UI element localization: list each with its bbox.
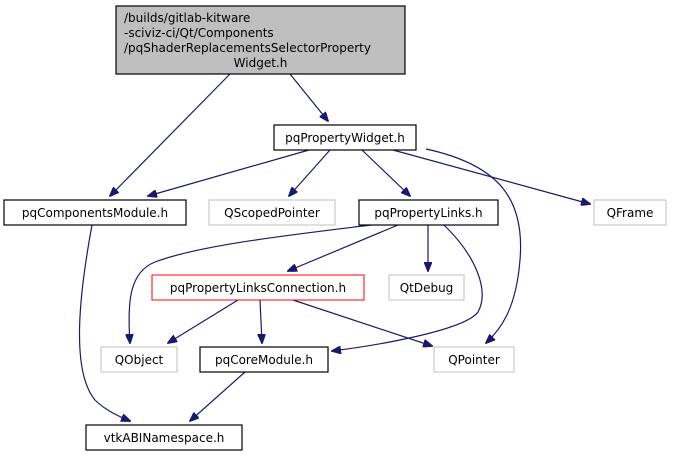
node-label: vtkABINamespace.h	[104, 431, 225, 445]
node-label: /builds/gitlab-kitware	[124, 11, 250, 25]
node-QObject: QObject	[100, 346, 178, 373]
node-label: QScopedPointer	[224, 206, 320, 220]
edge-pqComponentsModule-to-vtkABINamespace	[78, 224, 130, 421]
node-label: pqCoreModule.h	[215, 353, 313, 367]
edge-pqCoreModule-to-vtkABINamespace	[190, 371, 246, 421]
edge-root-to-pqComponentsModule	[110, 73, 231, 196]
node-label: QObject	[115, 353, 164, 367]
node-label: QtDebug	[400, 281, 454, 295]
node-label: -sciviz-ci/Qt/Components	[124, 26, 274, 40]
node-box	[151, 274, 365, 301]
edge-pqPropertyLinksConnection-to-QObject	[168, 299, 239, 343]
node-QPointer: QPointer	[433, 346, 515, 373]
node-label: QPointer	[448, 353, 500, 367]
node-box	[115, 5, 406, 75]
node-pqPropertyLinks[interactable]: pqPropertyLinks.h	[358, 199, 499, 226]
node-box	[273, 124, 417, 151]
node-vtkABINamespace[interactable]: vtkABINamespace.h	[85, 424, 243, 451]
node-pqComponentsModule[interactable]: pqComponentsModule.h	[3, 199, 187, 226]
node-box	[433, 346, 515, 373]
edge-pqPropertyWidget-to-QScopedPointer	[289, 149, 331, 196]
node-label: pqComponentsModule.h	[22, 206, 168, 220]
node-box	[208, 199, 336, 226]
node-label: /pqShaderReplacementsSelectorProperty	[124, 41, 371, 55]
edge-pqPropertyLinksConnection-to-QPointer	[292, 299, 432, 346]
node-label: pqPropertyWidget.h	[285, 131, 405, 145]
node-QScopedPointer: QScopedPointer	[208, 199, 336, 226]
node-pqPropertyWidget[interactable]: pqPropertyWidget.h	[273, 124, 417, 151]
edge-pqPropertyLinksConnection-to-pqCoreModule	[260, 299, 262, 343]
node-root[interactable]: /builds/gitlab-kitware-sciviz-ci/Qt/Comp…	[115, 5, 406, 75]
edge-root-to-pqPropertyWidget	[289, 73, 328, 121]
node-QtDebug: QtDebug	[388, 274, 465, 301]
node-box	[100, 346, 178, 373]
node-label: pqPropertyLinks.h	[374, 206, 482, 220]
edge-pqPropertyLinks-to-pqPropertyLinksConnection	[288, 224, 399, 271]
node-box	[358, 199, 499, 226]
edge-pqPropertyWidget-to-pqComponentsModule	[148, 149, 310, 196]
node-pqPropertyLinksConnection[interactable]: pqPropertyLinksConnection.h	[151, 274, 365, 301]
node-box	[199, 346, 329, 373]
edge-pqPropertyWidget-to-QPointer	[425, 148, 522, 343]
node-label: pqPropertyLinksConnection.h	[170, 281, 346, 295]
node-label: QFrame	[607, 206, 654, 220]
node-pqCoreModule[interactable]: pqCoreModule.h	[199, 346, 329, 373]
node-box	[85, 424, 243, 451]
edge-pqPropertyLinks-to-QObject	[129, 224, 372, 343]
edge-pqPropertyWidget-to-pqPropertyLinks	[361, 149, 410, 196]
node-QFrame: QFrame	[593, 199, 667, 226]
node-box	[593, 199, 667, 226]
node-box	[3, 199, 187, 226]
node-label: Widget.h	[234, 56, 288, 70]
edge-pqPropertyLinks-to-pqCoreModule	[332, 224, 483, 351]
node-box	[388, 274, 465, 301]
